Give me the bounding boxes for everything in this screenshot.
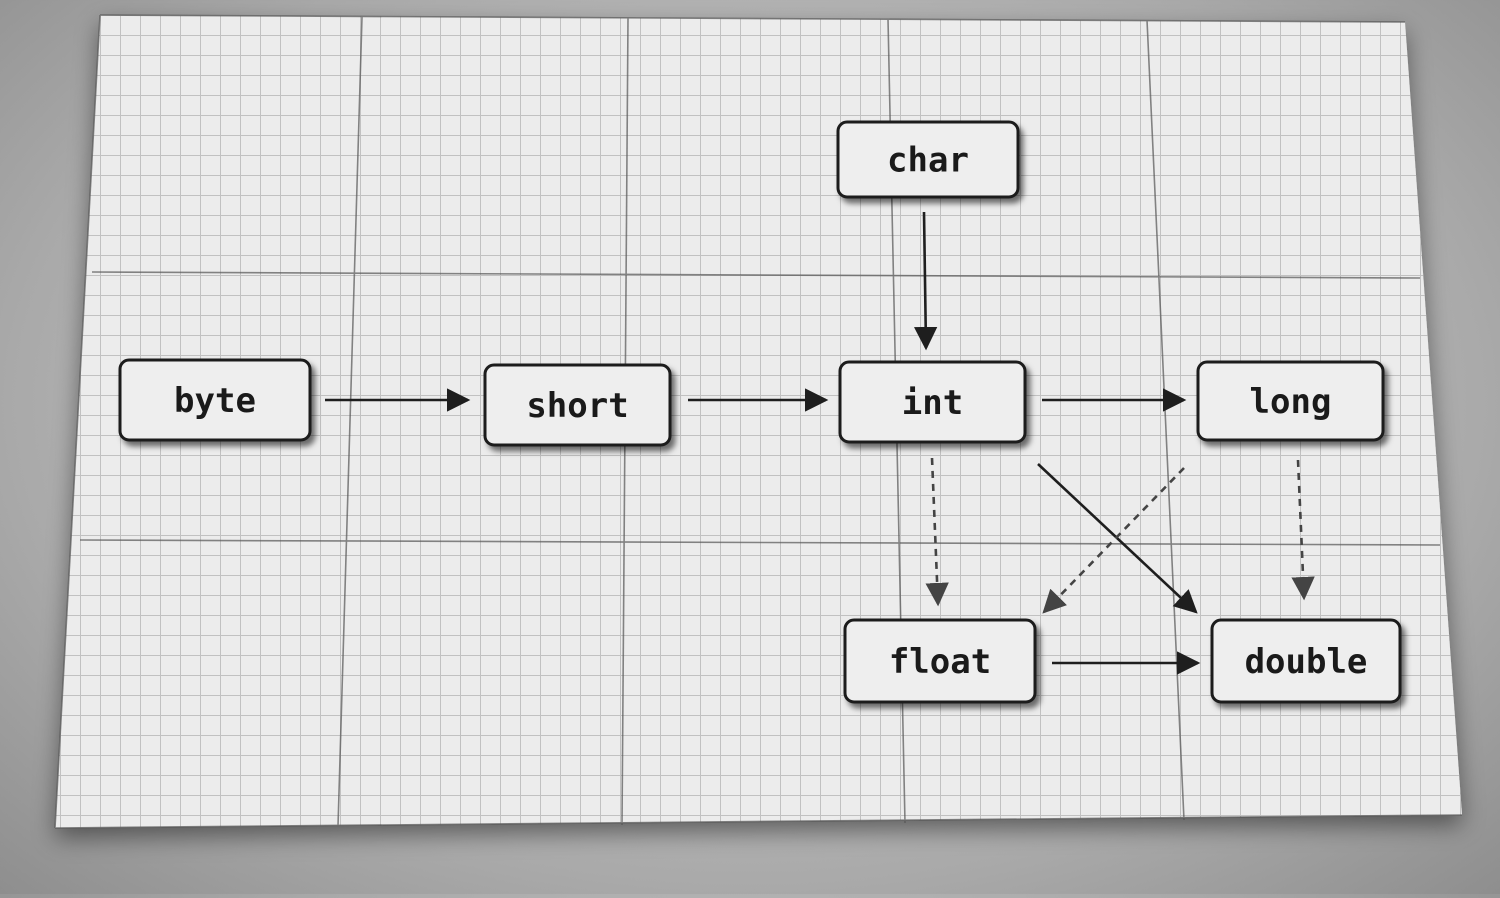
node-box	[836, 120, 1020, 199]
edge-long-to-double	[1291, 459, 1315, 601]
node-char: char	[836, 120, 1020, 199]
node-label: int	[902, 383, 963, 423]
nodes-layer: byte short char int long float double	[118, 120, 1402, 704]
node-byte: byte	[118, 358, 312, 442]
edges-layer	[325, 211, 1315, 675]
major-grid-line	[54, 814, 1463, 829]
major-grid-line	[337, 16, 363, 827]
node-box	[838, 360, 1027, 444]
edge-int-to-float	[925, 457, 949, 607]
node-label: short	[526, 386, 628, 426]
node-box	[483, 363, 672, 447]
node-box	[1210, 618, 1402, 704]
node-label: long	[1250, 382, 1332, 422]
major-grid	[54, 14, 1463, 829]
node-int: int	[838, 360, 1027, 444]
major-grid-line	[54, 14, 101, 829]
node-double: double	[1210, 618, 1402, 704]
major-grid-line	[1146, 19, 1185, 821]
node-box	[1196, 360, 1385, 442]
edge-char-to-int	[913, 211, 938, 351]
minor-grid	[55, 15, 1462, 828]
major-grid-line	[79, 539, 1441, 546]
node-label: double	[1245, 642, 1368, 682]
grid-paper	[54, 14, 1463, 829]
node-long: long	[1196, 360, 1385, 442]
major-grid-line	[99, 14, 1406, 23]
node-box	[118, 358, 312, 442]
major-grid-line	[91, 271, 1421, 279]
node-box	[843, 618, 1037, 704]
node-short: short	[483, 363, 672, 447]
node-float: float	[843, 618, 1037, 704]
node-label: float	[889, 642, 991, 682]
node-label: char	[887, 141, 969, 181]
node-label: byte	[174, 381, 256, 421]
